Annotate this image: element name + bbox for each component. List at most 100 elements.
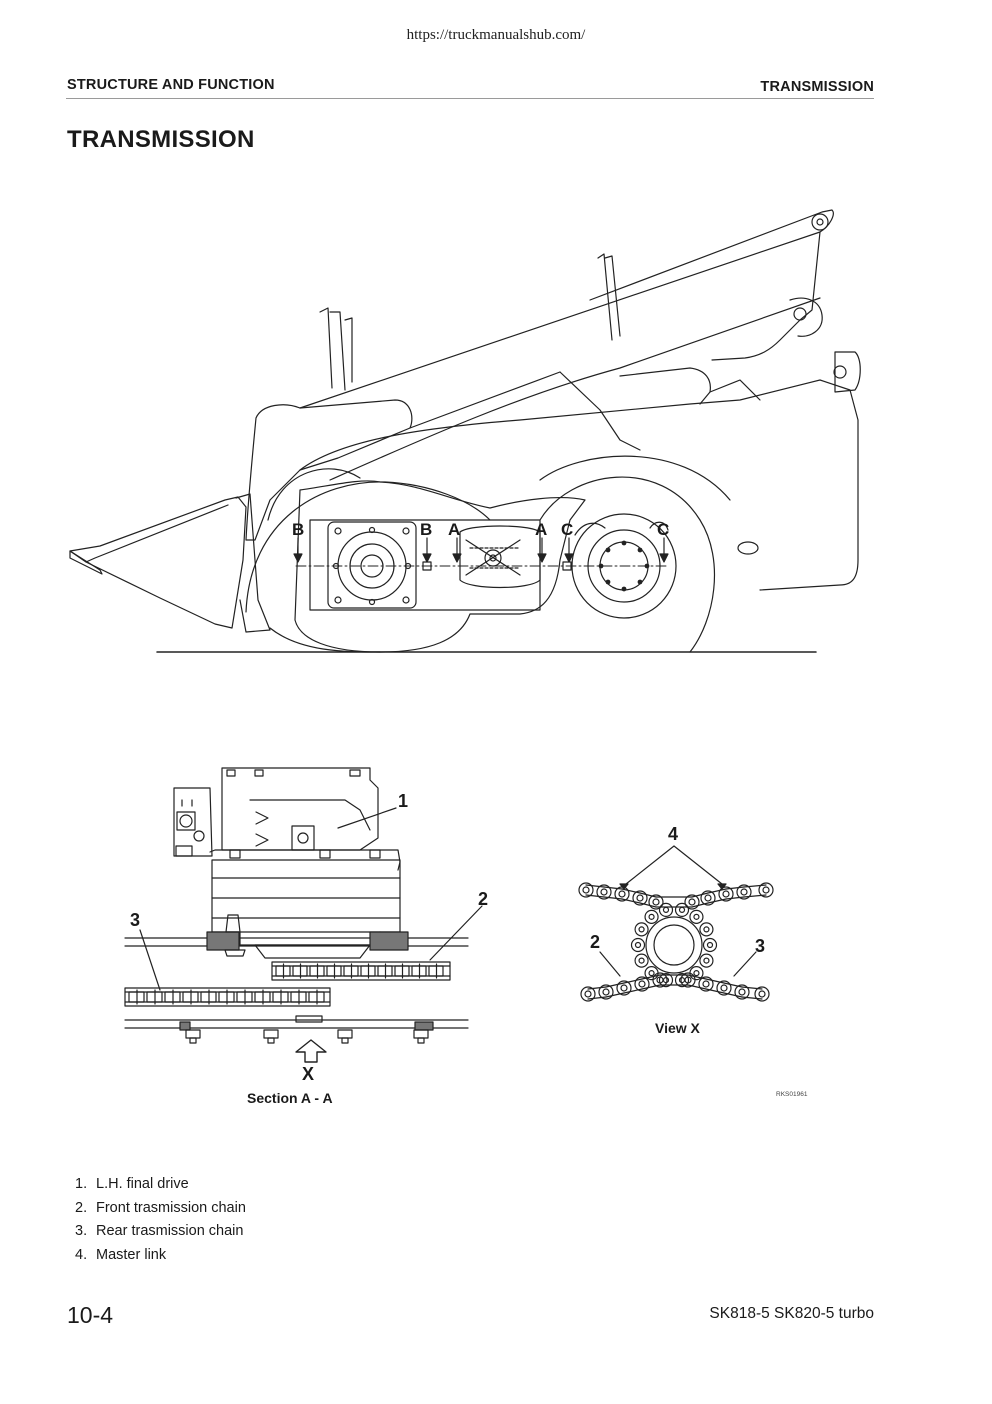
sprocket-pin [693,913,700,920]
chain-plate [743,894,767,898]
chain-roller-pin [738,988,746,996]
chain-plate [587,986,607,990]
callout-3: 3 [130,910,140,930]
sprocket-roller [674,972,690,988]
section-a-a-drawing [124,767,483,1063]
sprocket-roller [689,909,704,924]
chain-plate [603,886,623,890]
chain-roller-pin [740,888,748,896]
chain-plate [623,988,643,994]
chain-roller-pin [762,886,770,894]
chain-roller-pin [584,990,592,998]
header-divider [66,98,874,99]
chain-plate [705,978,725,984]
sprocket-pin [693,970,700,977]
drawing-code: RKS01961 [776,1091,808,1098]
chain-roller [598,984,614,1000]
chain-roller [652,972,668,988]
chain-roller-pin [600,888,608,896]
chain-roller [578,882,594,898]
chain-roller-pin [638,980,646,988]
rear-hub-bolts [598,540,650,592]
chain-roller-pin [684,976,692,984]
chain-roller-pin [620,984,628,992]
sprocket-pin [703,957,710,964]
sprocket-roller [634,953,649,968]
upper-chain-strand [578,882,774,910]
sprocket-pin [706,941,714,949]
section-arrows [293,537,669,563]
section-header: STRUCTURE AND FUNCTION [67,77,275,93]
chain-plate [603,896,623,900]
label-c-left: C [561,520,573,539]
view-x-drawing [578,845,774,1002]
chain-roller [754,986,770,1002]
label-b-left: B [292,520,304,539]
chain-plate [639,892,657,898]
section-caption: Section A - A [247,1090,333,1106]
chain-roller-pin [722,890,730,898]
chain-plate [723,992,743,998]
view-arrow-label: X [302,1064,314,1084]
chain-roller-pin [720,984,728,992]
callout-1: 1 [398,791,408,811]
chain-plate [725,896,745,900]
chain-plate [691,892,709,898]
chain-roller [580,986,596,1002]
label-c-right: C [657,520,669,539]
chain-plate [605,982,625,988]
sprocket-pin [648,970,655,977]
chain-roller-pin [618,890,626,898]
chain-plate [707,898,727,904]
chain-roller [718,886,734,902]
chain-roller [736,884,752,900]
sprocket-pin [638,957,645,964]
chain-roller [596,884,612,900]
chain-plate [725,886,745,890]
chain-plate [587,996,607,1000]
sprocket-pin [662,976,670,984]
chain-roller-pin [582,886,590,894]
front-chain-links [275,963,444,979]
chain-roller-pin [602,988,610,996]
label-b-right: B [420,520,432,539]
lower-chain-strand [580,972,770,1002]
side-view-labels: B B A A C C [292,520,669,539]
view-x-callouts: 4 2 3 [590,824,765,956]
sprocket-pin [662,906,670,914]
sprocket-pin [703,926,710,933]
chain-plate [585,894,605,898]
chain-roller-pin [688,898,696,906]
sprocket-rollers [630,902,718,988]
model-name: SK818-5 SK820-5 turbo [709,1305,874,1322]
sprocket-pin [648,913,655,920]
source-url[interactable]: https://truckmanualshub.com/ [406,27,586,43]
chain-plate [621,888,641,894]
chain-roller-pin [636,894,644,902]
chain-plate [605,992,625,998]
chain-plate [639,902,657,908]
sprocket-roller [702,937,718,953]
chain-roller [734,984,750,1000]
chain-roller [632,890,648,906]
chain-roller [634,976,650,992]
view-callout-2: 2 [590,932,600,952]
sprocket-pin [678,906,686,914]
chain-roller [758,882,774,898]
chain-roller [648,894,664,910]
legend-item: 3.Rear trasmission chain [75,1223,244,1239]
view-caption: View X [655,1020,701,1036]
sprocket-roller [658,902,674,918]
chain-plate [707,888,727,894]
label-a-right: A [535,520,547,539]
view-callout-3: 3 [755,936,765,956]
chain-plate [623,978,643,984]
chain-roller [716,980,732,996]
chain-plate [687,984,707,990]
sprocket-pin [678,976,686,984]
chain-roller-pin [758,990,766,998]
chain-roller [700,890,716,906]
chain-roller-pin [652,898,660,906]
chain-roller [698,976,714,992]
